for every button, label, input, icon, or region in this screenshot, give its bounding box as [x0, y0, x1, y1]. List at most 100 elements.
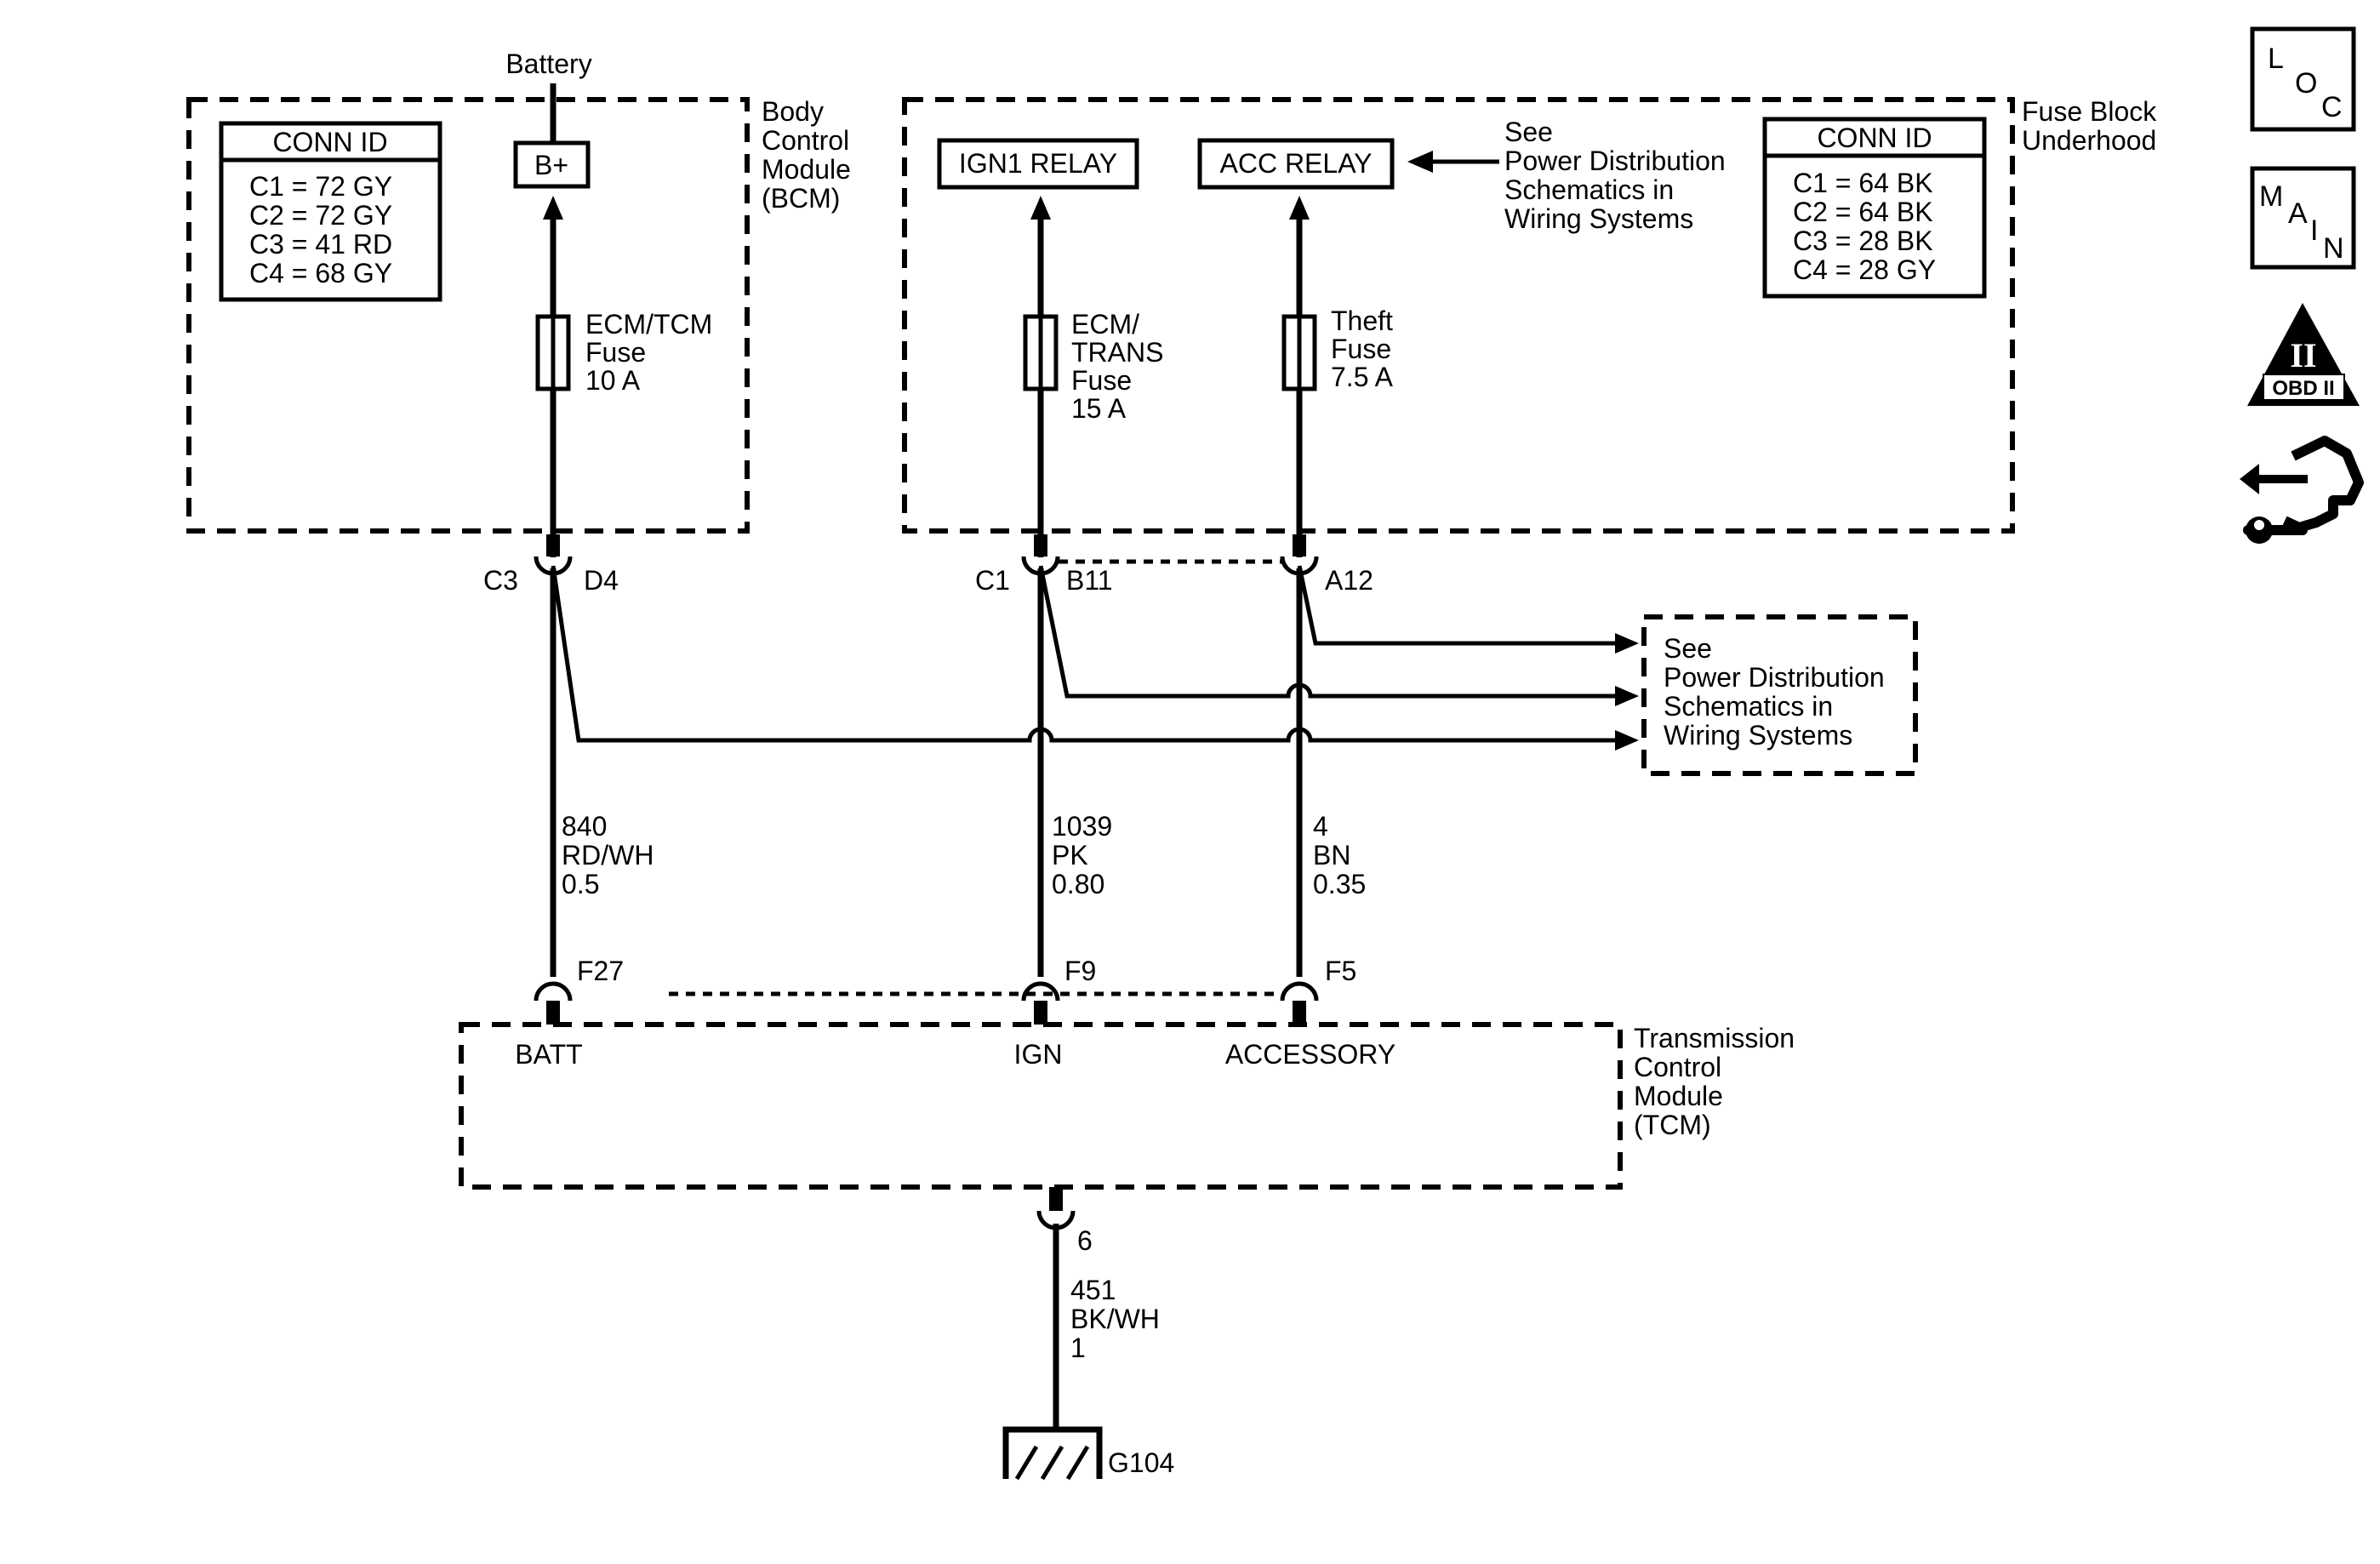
batt-branch-arrow-icon	[1615, 730, 1639, 751]
svg-text:1039: 1039	[1052, 811, 1112, 842]
svg-text:0.5: 0.5	[562, 869, 599, 899]
theft-fuse-label: Theft Fuse 7.5 A	[1331, 305, 1394, 392]
obd-ii-icon[interactable]: II OBD II	[2247, 303, 2360, 406]
svg-text:ECM/TCM: ECM/TCM	[585, 309, 712, 340]
svg-text:I: I	[2310, 214, 2318, 247]
bplus-terminal: B+	[513, 140, 591, 189]
tcm-pin-ign-label: IGN	[1014, 1039, 1063, 1070]
main-icon[interactable]: M A I N	[2250, 166, 2356, 270]
acc-relay-box: ACC RELAY	[1197, 138, 1395, 190]
fuse-block-conn-row: C3 = 28 BK	[1793, 225, 1933, 256]
wire-1039-label: 1039 PK 0.80	[1052, 811, 1112, 899]
svg-text:N: N	[2323, 232, 2344, 265]
fuse-block-see-note: See Power Distribution Schematics in Wir…	[1504, 117, 1726, 234]
svg-text:L: L	[2268, 43, 2284, 75]
svg-text:6: 6	[1077, 1225, 1093, 1256]
batt-branch-wire	[551, 565, 1617, 743]
svg-text:IGN1 RELAY: IGN1 RELAY	[959, 148, 1117, 179]
ecm-trans-fuse-label: ECM/ TRANS Fuse 15 A	[1071, 309, 1163, 424]
svg-text:ACC RELAY: ACC RELAY	[1219, 148, 1372, 179]
ign-branch-arrow-icon	[1615, 686, 1639, 706]
svg-text:0.35: 0.35	[1313, 869, 1366, 899]
ign1-relay-box: IGN1 RELAY	[937, 138, 1139, 190]
battery-label: Battery	[505, 49, 591, 79]
svg-text:B+: B+	[534, 150, 568, 180]
bcm-conn-title: CONN ID	[272, 127, 387, 157]
svg-text:C1: C1	[975, 565, 1010, 596]
svg-text:Fuse: Fuse	[1071, 365, 1132, 396]
svg-text:Body: Body	[762, 96, 824, 127]
svg-text:840: 840	[562, 811, 607, 842]
see-pointer-arrow-icon	[1407, 151, 1433, 173]
wire-451-label: 451 BK/WH 1	[1070, 1275, 1160, 1363]
svg-text:Fuse Block: Fuse Block	[2022, 96, 2157, 127]
svg-text:4: 4	[1313, 811, 1328, 842]
svg-text:O: O	[2295, 67, 2317, 100]
fuse-block-connector-ign: C1 B11	[975, 534, 1113, 596]
fuse-block-conn-row: C4 = 28 GY	[1793, 254, 1936, 285]
svg-text:F9: F9	[1064, 956, 1096, 986]
acc-arrow-icon	[1289, 196, 1310, 220]
svg-text:See: See	[1504, 117, 1553, 147]
svg-text:Control: Control	[762, 125, 849, 156]
svg-text:Wiring Systems: Wiring Systems	[1664, 720, 1852, 751]
fuse-block-conn-row: C1 = 64 BK	[1793, 168, 1933, 198]
bcm-conn-row: C1 = 72 GY	[249, 171, 392, 202]
bcm-name: Body Control Module (BCM)	[762, 96, 851, 214]
svg-text:M: M	[2259, 180, 2283, 213]
svg-text:Theft: Theft	[1331, 305, 1393, 336]
tcm-dashed-outline	[459, 1022, 1623, 1190]
fuse-block-dashed-outline	[902, 97, 2015, 534]
svg-text:TRANS: TRANS	[1071, 337, 1163, 368]
svg-text:D4: D4	[584, 565, 619, 596]
ground-label: G104	[1108, 1447, 1174, 1478]
tcm-pin-batt-label: BATT	[515, 1039, 582, 1070]
svg-text:Underhood: Underhood	[2022, 125, 2156, 156]
svg-text:Power Distribution: Power Distribution	[1664, 662, 1885, 693]
ecm-tcm-fuse-label: ECM/TCM Fuse 10 A	[585, 309, 712, 396]
fuse-block-conn-title: CONN ID	[1817, 123, 1932, 153]
svg-text:OBD II: OBD II	[2272, 377, 2334, 400]
svg-text:II: II	[2290, 336, 2316, 374]
wire-840-label: 840 RD/WH 0.5	[562, 811, 654, 899]
acc-branch-arrow-icon	[1615, 633, 1639, 654]
svg-text:F5: F5	[1325, 956, 1356, 986]
svg-text:BK/WH: BK/WH	[1070, 1304, 1160, 1334]
bcm-arrow-icon	[543, 196, 563, 220]
tcm-pin-acc-label: ACCESSORY	[1225, 1039, 1395, 1070]
svg-text:Fuse: Fuse	[585, 337, 646, 368]
svg-text:0.80: 0.80	[1052, 869, 1104, 899]
tcm-connector-acc: F5	[1280, 956, 1356, 1025]
svg-text:C3: C3	[483, 565, 518, 596]
svg-text:B11: B11	[1066, 565, 1113, 596]
ign-arrow-icon	[1030, 196, 1051, 220]
svg-text:BN: BN	[1313, 840, 1350, 870]
fuse-block-conn-row: C2 = 64 BK	[1793, 197, 1933, 227]
svg-text:A: A	[2288, 197, 2308, 230]
svg-text:Wiring Systems: Wiring Systems	[1504, 203, 1693, 234]
svg-text:See: See	[1664, 633, 1712, 664]
svg-text:(BCM): (BCM)	[762, 183, 840, 214]
svg-text:1: 1	[1070, 1333, 1086, 1363]
svg-text:F27: F27	[577, 956, 624, 986]
svg-text:ECM/: ECM/	[1071, 309, 1139, 340]
bcm-dashed-outline	[186, 97, 750, 534]
bcm-conn-row: C3 = 41 RD	[249, 229, 392, 260]
svg-text:PK: PK	[1052, 840, 1088, 870]
bcm-conn-row: C4 = 68 GY	[249, 258, 392, 288]
svg-text:Module: Module	[762, 154, 851, 185]
svg-text:Schematics in: Schematics in	[1504, 174, 1674, 205]
wire-4-label: 4 BN 0.35	[1313, 811, 1366, 899]
svg-text:Power Distribution: Power Distribution	[1504, 146, 1726, 176]
svg-text:15 A: 15 A	[1071, 393, 1127, 424]
tcm-connector-batt: F27	[534, 956, 624, 1025]
svg-text:A12: A12	[1325, 565, 1373, 596]
svg-text:10 A: 10 A	[585, 365, 641, 396]
see-box-outline	[1641, 614, 1918, 776]
tcm-name: Transmission Control Module (TCM)	[1634, 1023, 1795, 1140]
hand-tool-icon[interactable]	[2240, 436, 2364, 544]
tcm-connector-ign: F9	[1021, 956, 1096, 1025]
loc-icon[interactable]: L O C	[2250, 26, 2356, 132]
svg-text:Fuse: Fuse	[1331, 334, 1391, 364]
svg-text:Transmission: Transmission	[1634, 1023, 1795, 1053]
